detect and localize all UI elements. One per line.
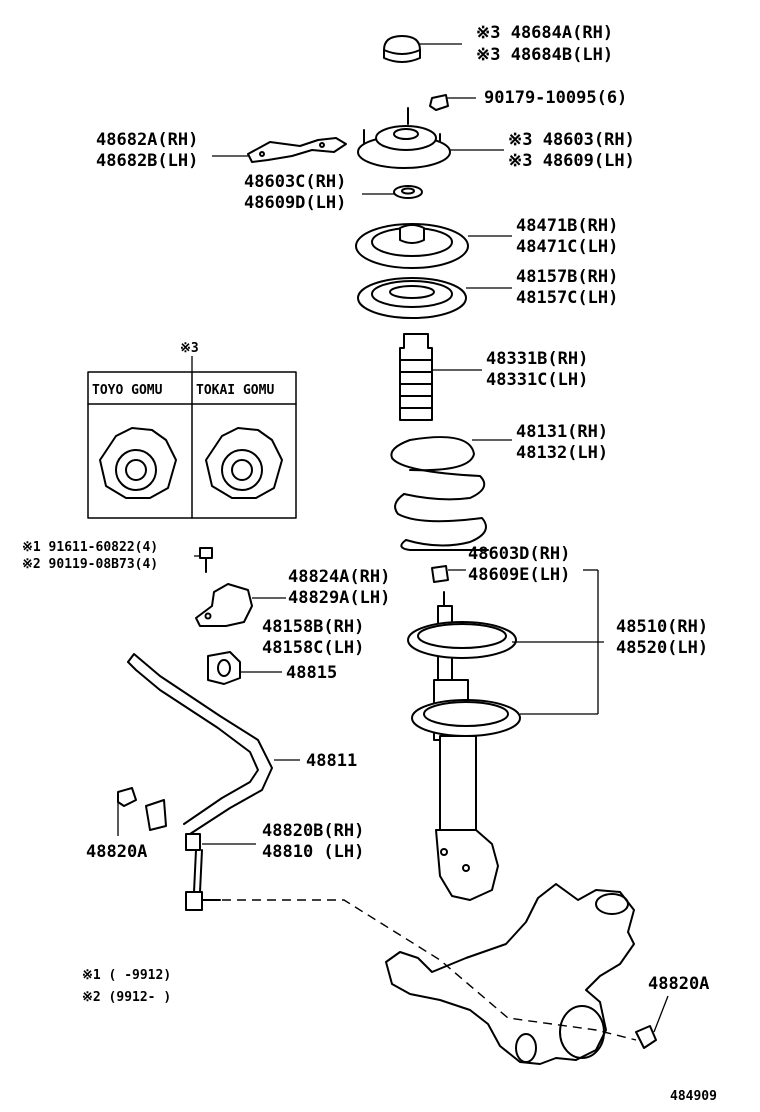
- label-48131: 48131(RH): [516, 422, 608, 442]
- label-48331b: 48331B(RH): [486, 349, 588, 369]
- diagram-id: 484909: [670, 1089, 717, 1104]
- spring-bearing-part[interactable]: [357, 277, 467, 319]
- bolt-91611-part[interactable]: [199, 547, 213, 573]
- stabilizer-bar-part[interactable]: [127, 653, 273, 835]
- label-48157c: 48157C(LH): [516, 288, 618, 308]
- mount-variant-inset: [87, 356, 297, 519]
- footnote-2: ※2 (9912- ): [82, 990, 171, 1005]
- label-48820a-right: 48820A: [648, 974, 709, 994]
- label-tokai-gomu: TOKAI GOMU: [196, 383, 274, 398]
- bump-stopper-part[interactable]: [431, 565, 449, 583]
- label-48158b: 48158B(RH): [262, 617, 364, 637]
- label-toyo-gomu: TOYO GOMU: [92, 383, 163, 398]
- label-91611: ※1 91611-60822(4): [22, 540, 158, 555]
- label-48815: 48815: [286, 663, 337, 683]
- label-48811: 48811: [306, 751, 357, 771]
- label-48603-rh: ※3 48603(RH): [508, 130, 635, 150]
- footnote-1: ※1 ( -9912): [82, 968, 171, 983]
- label-48609-lh: ※3 48609(LH): [508, 151, 635, 171]
- label-48609d: 48609D(LH): [244, 193, 346, 213]
- shock-absorber-part[interactable]: [407, 591, 521, 901]
- washer-48603c-part[interactable]: [393, 185, 423, 199]
- label-48603d: 48603D(RH): [468, 544, 570, 564]
- label-48510: 48510(RH): [616, 617, 708, 637]
- steering-knuckle-part: [385, 883, 635, 1065]
- label-48682a: 48682A(RH): [96, 130, 198, 150]
- label-90179: 90179-10095(6): [484, 88, 627, 108]
- label-48609e: 48609E(LH): [468, 565, 570, 585]
- label-48471b: 48471B(RH): [516, 216, 618, 236]
- label-48331c: 48331C(LH): [486, 370, 588, 390]
- nut-90179-part[interactable]: [429, 94, 449, 111]
- stabilizer-bushing-part[interactable]: [207, 651, 241, 685]
- label-48820a-left: 48820A: [86, 842, 147, 862]
- stabilizer-link-part[interactable]: [185, 833, 221, 911]
- label-48684b: ※3 48684B(LH): [476, 45, 613, 65]
- label-48157b: 48157B(RH): [516, 267, 618, 287]
- bushing-48820a-left-part[interactable]: [117, 787, 137, 807]
- strut-mount-part[interactable]: [357, 107, 451, 169]
- strut-cap-part[interactable]: [383, 35, 421, 63]
- label-note3: ※3: [180, 341, 199, 356]
- label-48810: 48810 (LH): [262, 842, 364, 862]
- label-48824a: 48824A(RH): [288, 567, 390, 587]
- label-48820b: 48820B(RH): [262, 821, 364, 841]
- label-48471c: 48471C(LH): [516, 237, 618, 257]
- label-48520: 48520(LH): [616, 638, 708, 658]
- label-90119: ※2 90119-08B73(4): [22, 557, 158, 572]
- upper-insulator-part[interactable]: [355, 223, 469, 269]
- dust-boot-part[interactable]: [399, 333, 433, 421]
- coil-spring-part[interactable]: [390, 436, 489, 551]
- label-48684a: ※3 48684A(RH): [476, 23, 613, 43]
- support-bracket-part[interactable]: [247, 137, 347, 163]
- label-48132: 48132(LH): [516, 443, 608, 463]
- label-48682b: 48682B(LH): [96, 151, 198, 171]
- label-48158c: 48158C(LH): [262, 638, 364, 658]
- stabilizer-bracket-part[interactable]: [195, 583, 253, 627]
- label-48829a: 48829A(LH): [288, 588, 390, 608]
- label-48603c: 48603C(RH): [244, 172, 346, 192]
- bushing-48820a-right-part[interactable]: [635, 1025, 657, 1049]
